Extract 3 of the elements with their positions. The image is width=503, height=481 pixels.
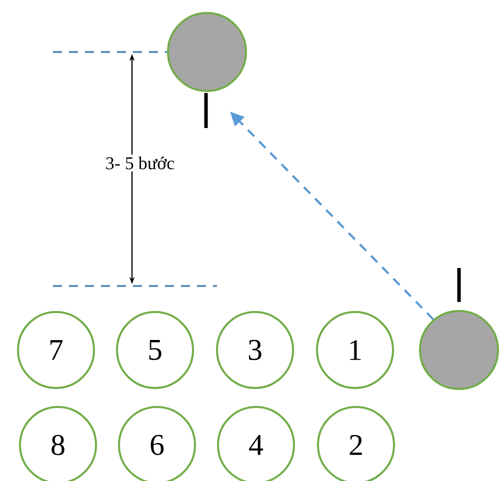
dimension-text: 3- 5 bước — [103, 154, 177, 172]
player-circle — [419, 310, 499, 390]
player-circle — [167, 12, 247, 92]
